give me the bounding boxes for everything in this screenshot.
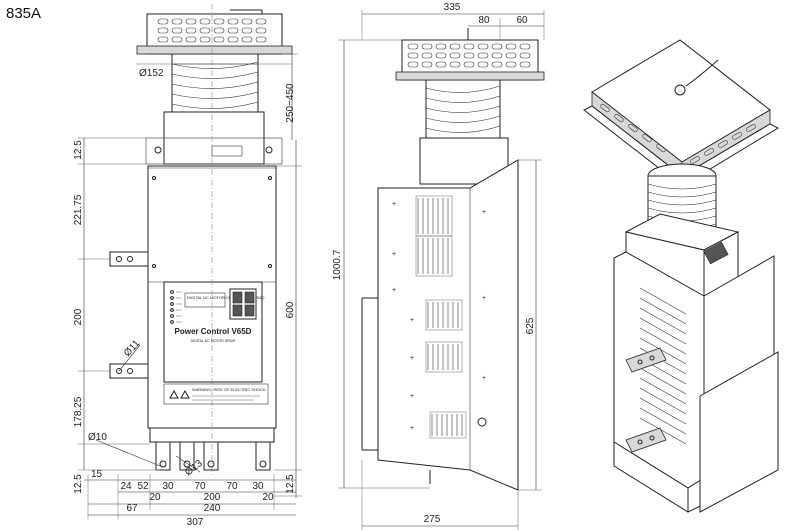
side-view: + + + + + + + + + + (361, 28, 545, 491)
dim-side-335: 335 (444, 2, 461, 13)
dim-left-12-5-top: 12.5 (73, 140, 84, 160)
dim-bottom-70-left: 70 (194, 481, 206, 492)
dim-bottom-15: 15 (91, 469, 103, 480)
isometric-view (583, 39, 780, 513)
dim-fan-diameter: Ø152 (139, 68, 164, 79)
dim-side-60: 60 (516, 15, 528, 26)
front-panel-label-box (184, 292, 226, 308)
iso-bus-bar-upper (625, 347, 667, 373)
svg-text:+: + (392, 251, 396, 258)
svg-text:+: + (410, 425, 414, 432)
dim-left-12-5-bottom: 12.5 (73, 474, 84, 494)
svg-text:+: + (410, 355, 414, 362)
dim-left-200: 200 (73, 308, 84, 325)
iso-control-panel (699, 351, 779, 513)
dim-bottom-70-right: 70 (226, 481, 238, 492)
dim-bottom-200: 200 (204, 492, 221, 503)
svg-text:+: + (482, 295, 486, 302)
dim-side-275: 275 (424, 514, 441, 525)
dim-hole-11: Ø11 (122, 338, 143, 359)
dim-bottom-20-left: 20 (149, 492, 161, 503)
dim-bottom-307: 307 (187, 517, 204, 528)
front-left-terminal-lower (109, 363, 149, 379)
dim-bottom-30-right: 30 (252, 481, 264, 492)
dim-right-12-5: 12.5 (285, 474, 296, 494)
svg-text:+: + (410, 317, 414, 324)
dim-bottom-52: 52 (137, 481, 149, 492)
svg-text:+: + (392, 287, 396, 294)
front-duct (171, 54, 259, 112)
front-view: DIGITAL DC MOTOR CONTROLLER V65D Power C… (109, 4, 293, 476)
dim-side-1000-7: 1000.7 (332, 249, 343, 280)
dim-bottom-20-right: 20 (262, 492, 274, 503)
front-mount-bracket (145, 137, 283, 165)
dim-bottom-24: 24 (120, 481, 132, 492)
front-panel-subtitle: DIGITAL DC MOTOR CONTROLLER V65D (187, 295, 265, 300)
dim-bottom-30-left: 30 (162, 481, 174, 492)
svg-text:+: + (410, 393, 414, 400)
model-label: 835A (6, 5, 41, 22)
front-panel-caption: DIGITAL DC MOTOR DRIVE (191, 339, 237, 343)
iso-label-plate (703, 241, 729, 265)
front-warning-text: WARNING: RISK OF ELECTRIC SHOCK (192, 387, 266, 392)
svg-text:+: + (392, 201, 396, 208)
dim-left-221-75: 221.75 (73, 194, 84, 225)
front-left-terminal-upper (109, 251, 149, 267)
dim-duct-length: 250~450 (285, 83, 296, 123)
dim-right-600: 600 (285, 301, 296, 318)
dim-side-80: 80 (478, 15, 490, 26)
svg-text:+: + (482, 209, 486, 216)
dim-left-178-25: 178.25 (73, 396, 84, 427)
dim-hole-10: Ø10 (88, 432, 107, 443)
front-warning-label (163, 383, 269, 405)
svg-text:+: + (482, 375, 486, 382)
front-fan-box (136, 9, 293, 55)
front-panel-title: Power Control V65D (175, 327, 252, 336)
side-dimensions: 335 80 60 1000.7 625 275 (332, 2, 545, 530)
dim-bottom-67: 67 (126, 503, 138, 514)
dim-bottom-240: 240 (204, 503, 221, 514)
dim-side-625: 625 (525, 317, 536, 334)
iso-bus-bar-lower (625, 427, 667, 453)
